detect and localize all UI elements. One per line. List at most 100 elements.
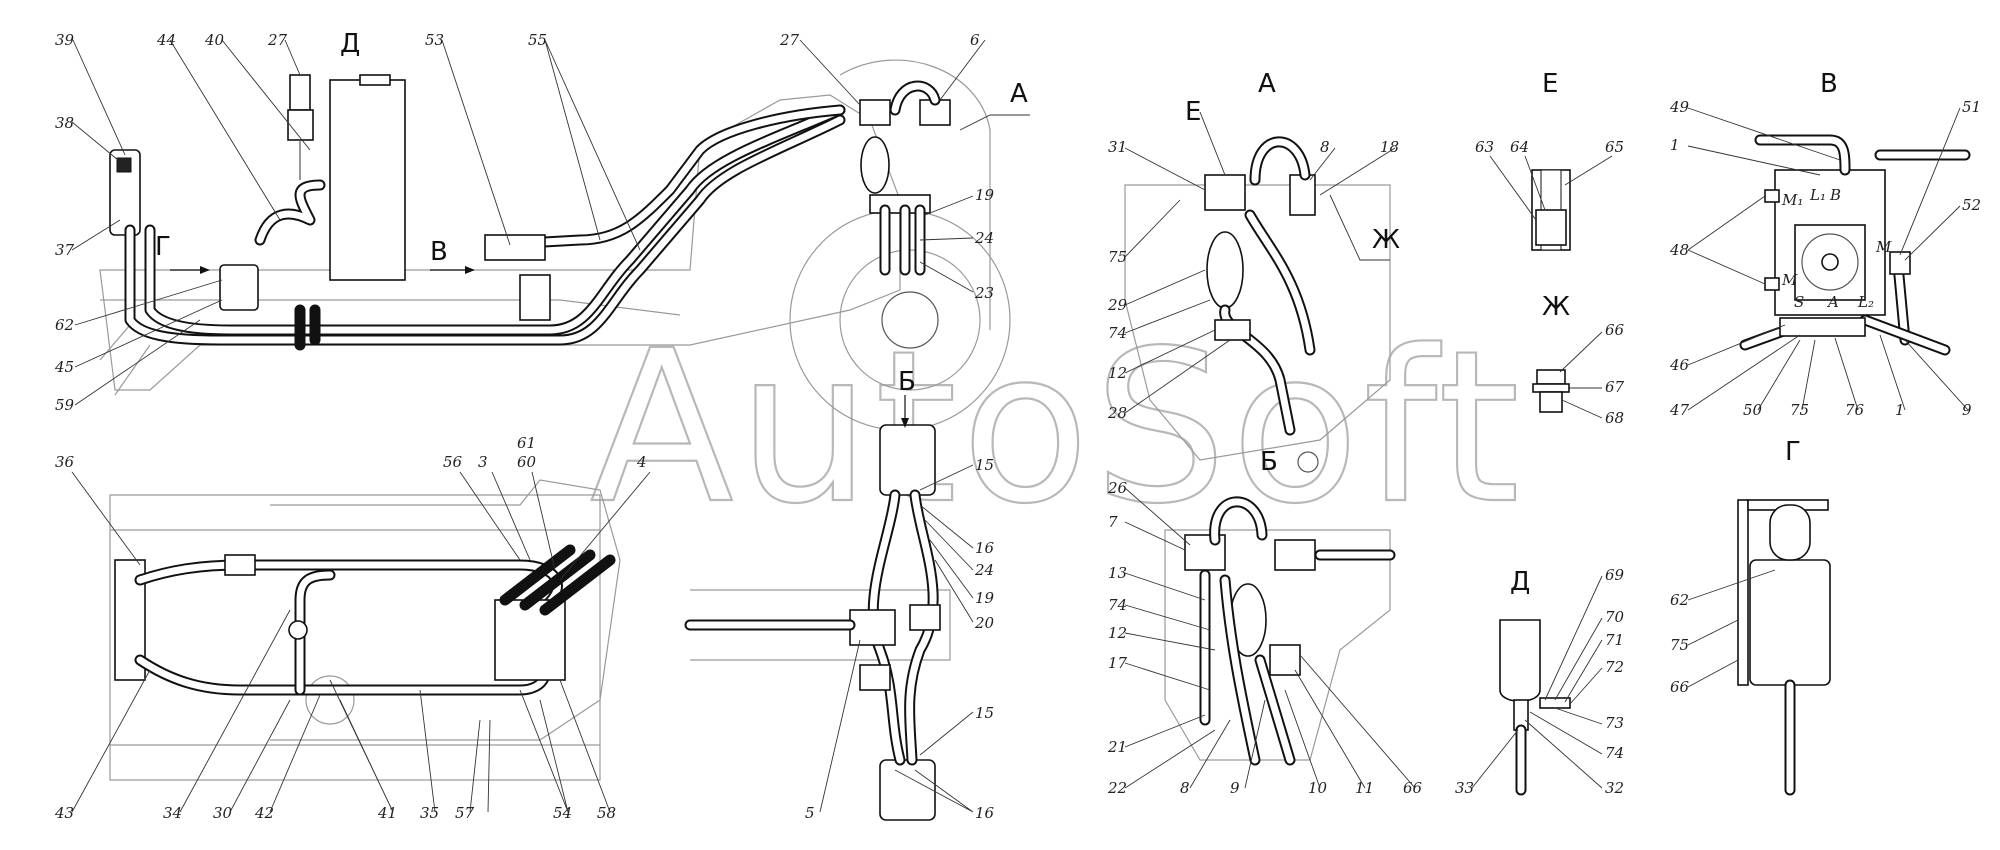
label-16b: 16 bbox=[975, 804, 995, 822]
port-L1: L₁ bbox=[1809, 186, 1826, 204]
detail-a-labels: А Е Ж 31 8 18 75 29 74 12 28 bbox=[1107, 69, 1400, 422]
label-45: 45 bbox=[54, 358, 74, 376]
view-A-detail: А bbox=[1258, 69, 1276, 99]
label-22: 22 bbox=[1107, 779, 1127, 797]
label-41: 41 bbox=[377, 804, 397, 822]
label-74b: 74 bbox=[1108, 596, 1127, 614]
view-G-detail: Г bbox=[1785, 437, 1801, 467]
label-19c: 19 bbox=[975, 589, 995, 607]
label-39: 39 bbox=[55, 31, 75, 49]
label-18: 18 bbox=[1380, 138, 1399, 156]
label-4: 4 bbox=[636, 453, 647, 471]
port-M-side: M bbox=[1875, 238, 1892, 256]
label-65: 65 bbox=[1605, 138, 1624, 156]
label-1: 1 bbox=[1670, 136, 1680, 154]
label-50: 50 bbox=[1743, 401, 1763, 419]
label-34: 34 bbox=[163, 804, 182, 822]
label-8: 8 bbox=[1320, 138, 1330, 156]
view-Zh-detail: Ж bbox=[1542, 292, 1570, 322]
label-74: 74 bbox=[1108, 324, 1127, 342]
label-47: 47 bbox=[1669, 401, 1690, 419]
label-46: 46 bbox=[1669, 356, 1690, 374]
label-69: 69 bbox=[1605, 566, 1625, 584]
label-71: 71 bbox=[1605, 631, 1624, 649]
label-61: 61 bbox=[517, 434, 536, 452]
label-58: 58 bbox=[597, 804, 616, 822]
label-52: 52 bbox=[1962, 196, 1981, 214]
label-19: 19 bbox=[975, 186, 995, 204]
detail-e: Е 63 64 65 bbox=[1475, 69, 1624, 251]
center-b-labels: Б 15 16 24 19 20 15 16 5 bbox=[805, 367, 995, 822]
bottom-left-view bbox=[109, 479, 621, 781]
label-6: 6 bbox=[970, 31, 980, 49]
port-A: A bbox=[1826, 293, 1839, 311]
label-9v: 9 bbox=[1962, 401, 1972, 419]
port-M1: M₁ bbox=[1781, 191, 1803, 209]
detail-b bbox=[1164, 451, 1396, 766]
label-35: 35 bbox=[420, 804, 439, 822]
label-5: 5 bbox=[805, 804, 815, 822]
label-73: 73 bbox=[1605, 714, 1624, 732]
label-43: 43 bbox=[54, 804, 74, 822]
port-S: S bbox=[1794, 293, 1804, 311]
label-32: 32 bbox=[1605, 779, 1624, 797]
label-1b: 1 bbox=[1895, 401, 1905, 419]
label-54: 54 bbox=[553, 804, 572, 822]
detail-b-labels: Б 26 7 13 74 12 17 21 22 8 9 10 11 66 bbox=[1107, 447, 1423, 797]
center-b-view bbox=[684, 395, 951, 821]
label-9: 9 bbox=[1230, 779, 1240, 797]
view-G-arrow: Г bbox=[155, 232, 171, 262]
view-B-detail: Б bbox=[1260, 447, 1278, 477]
view-D-detail: Д bbox=[1510, 567, 1530, 597]
label-26: 26 bbox=[1107, 479, 1128, 497]
label-66: 66 bbox=[1403, 779, 1423, 797]
label-68: 68 bbox=[1605, 409, 1624, 427]
label-27: 27 bbox=[267, 31, 288, 49]
port-M: M bbox=[1781, 271, 1798, 289]
main-top-view bbox=[99, 59, 1030, 431]
view-A-main: А bbox=[1010, 79, 1028, 109]
label-51: 51 bbox=[1962, 98, 1981, 116]
port-L2: L₂ bbox=[1857, 293, 1874, 311]
label-76: 76 bbox=[1845, 401, 1865, 419]
label-30: 30 bbox=[213, 804, 233, 822]
label-20: 20 bbox=[974, 614, 995, 632]
label-10: 10 bbox=[1308, 779, 1328, 797]
label-70: 70 bbox=[1605, 608, 1625, 626]
label-15b: 15 bbox=[975, 704, 994, 722]
label-62g: 62 bbox=[1670, 591, 1689, 609]
label-66g: 66 bbox=[1670, 678, 1690, 696]
main-top-labels: 39 44 40 27 53 55 27 6 38 37 62 45 59 19… bbox=[54, 29, 1028, 414]
label-67: 67 bbox=[1605, 378, 1625, 396]
label-66z: 66 bbox=[1605, 321, 1625, 339]
label-38: 38 bbox=[55, 114, 74, 132]
view-V-detail: В bbox=[1820, 69, 1838, 99]
label-8b: 8 bbox=[1180, 779, 1190, 797]
label-37: 37 bbox=[55, 241, 75, 259]
detail-zh: Ж 66 67 68 bbox=[1532, 292, 1625, 427]
label-55: 55 bbox=[528, 31, 547, 49]
label-49: 49 bbox=[1669, 98, 1690, 116]
label-7: 7 bbox=[1108, 513, 1118, 531]
view-E-sub: Е bbox=[1185, 97, 1201, 127]
label-27b: 27 bbox=[779, 31, 800, 49]
label-15: 15 bbox=[975, 456, 994, 474]
view-Zh-sub: Ж bbox=[1372, 225, 1400, 255]
label-56: 56 bbox=[443, 453, 463, 471]
label-62: 62 bbox=[55, 316, 74, 334]
label-16: 16 bbox=[975, 539, 995, 557]
label-13: 13 bbox=[1108, 564, 1127, 582]
port-B: B bbox=[1829, 186, 1841, 204]
detail-a bbox=[1124, 136, 1391, 461]
view-B-arrow: Б bbox=[898, 367, 916, 397]
detail-v: L₁ B M₁ M M S A L₂ В 49 1 51 52 48 46 47… bbox=[1669, 69, 1981, 419]
label-74d: 74 bbox=[1605, 744, 1624, 762]
label-17: 17 bbox=[1108, 654, 1128, 672]
label-28: 28 bbox=[1107, 404, 1127, 422]
label-29: 29 bbox=[1107, 296, 1128, 314]
label-44: 44 bbox=[156, 31, 176, 49]
label-40: 40 bbox=[204, 31, 225, 49]
label-24c: 24 bbox=[974, 561, 994, 579]
label-3: 3 bbox=[478, 453, 488, 471]
